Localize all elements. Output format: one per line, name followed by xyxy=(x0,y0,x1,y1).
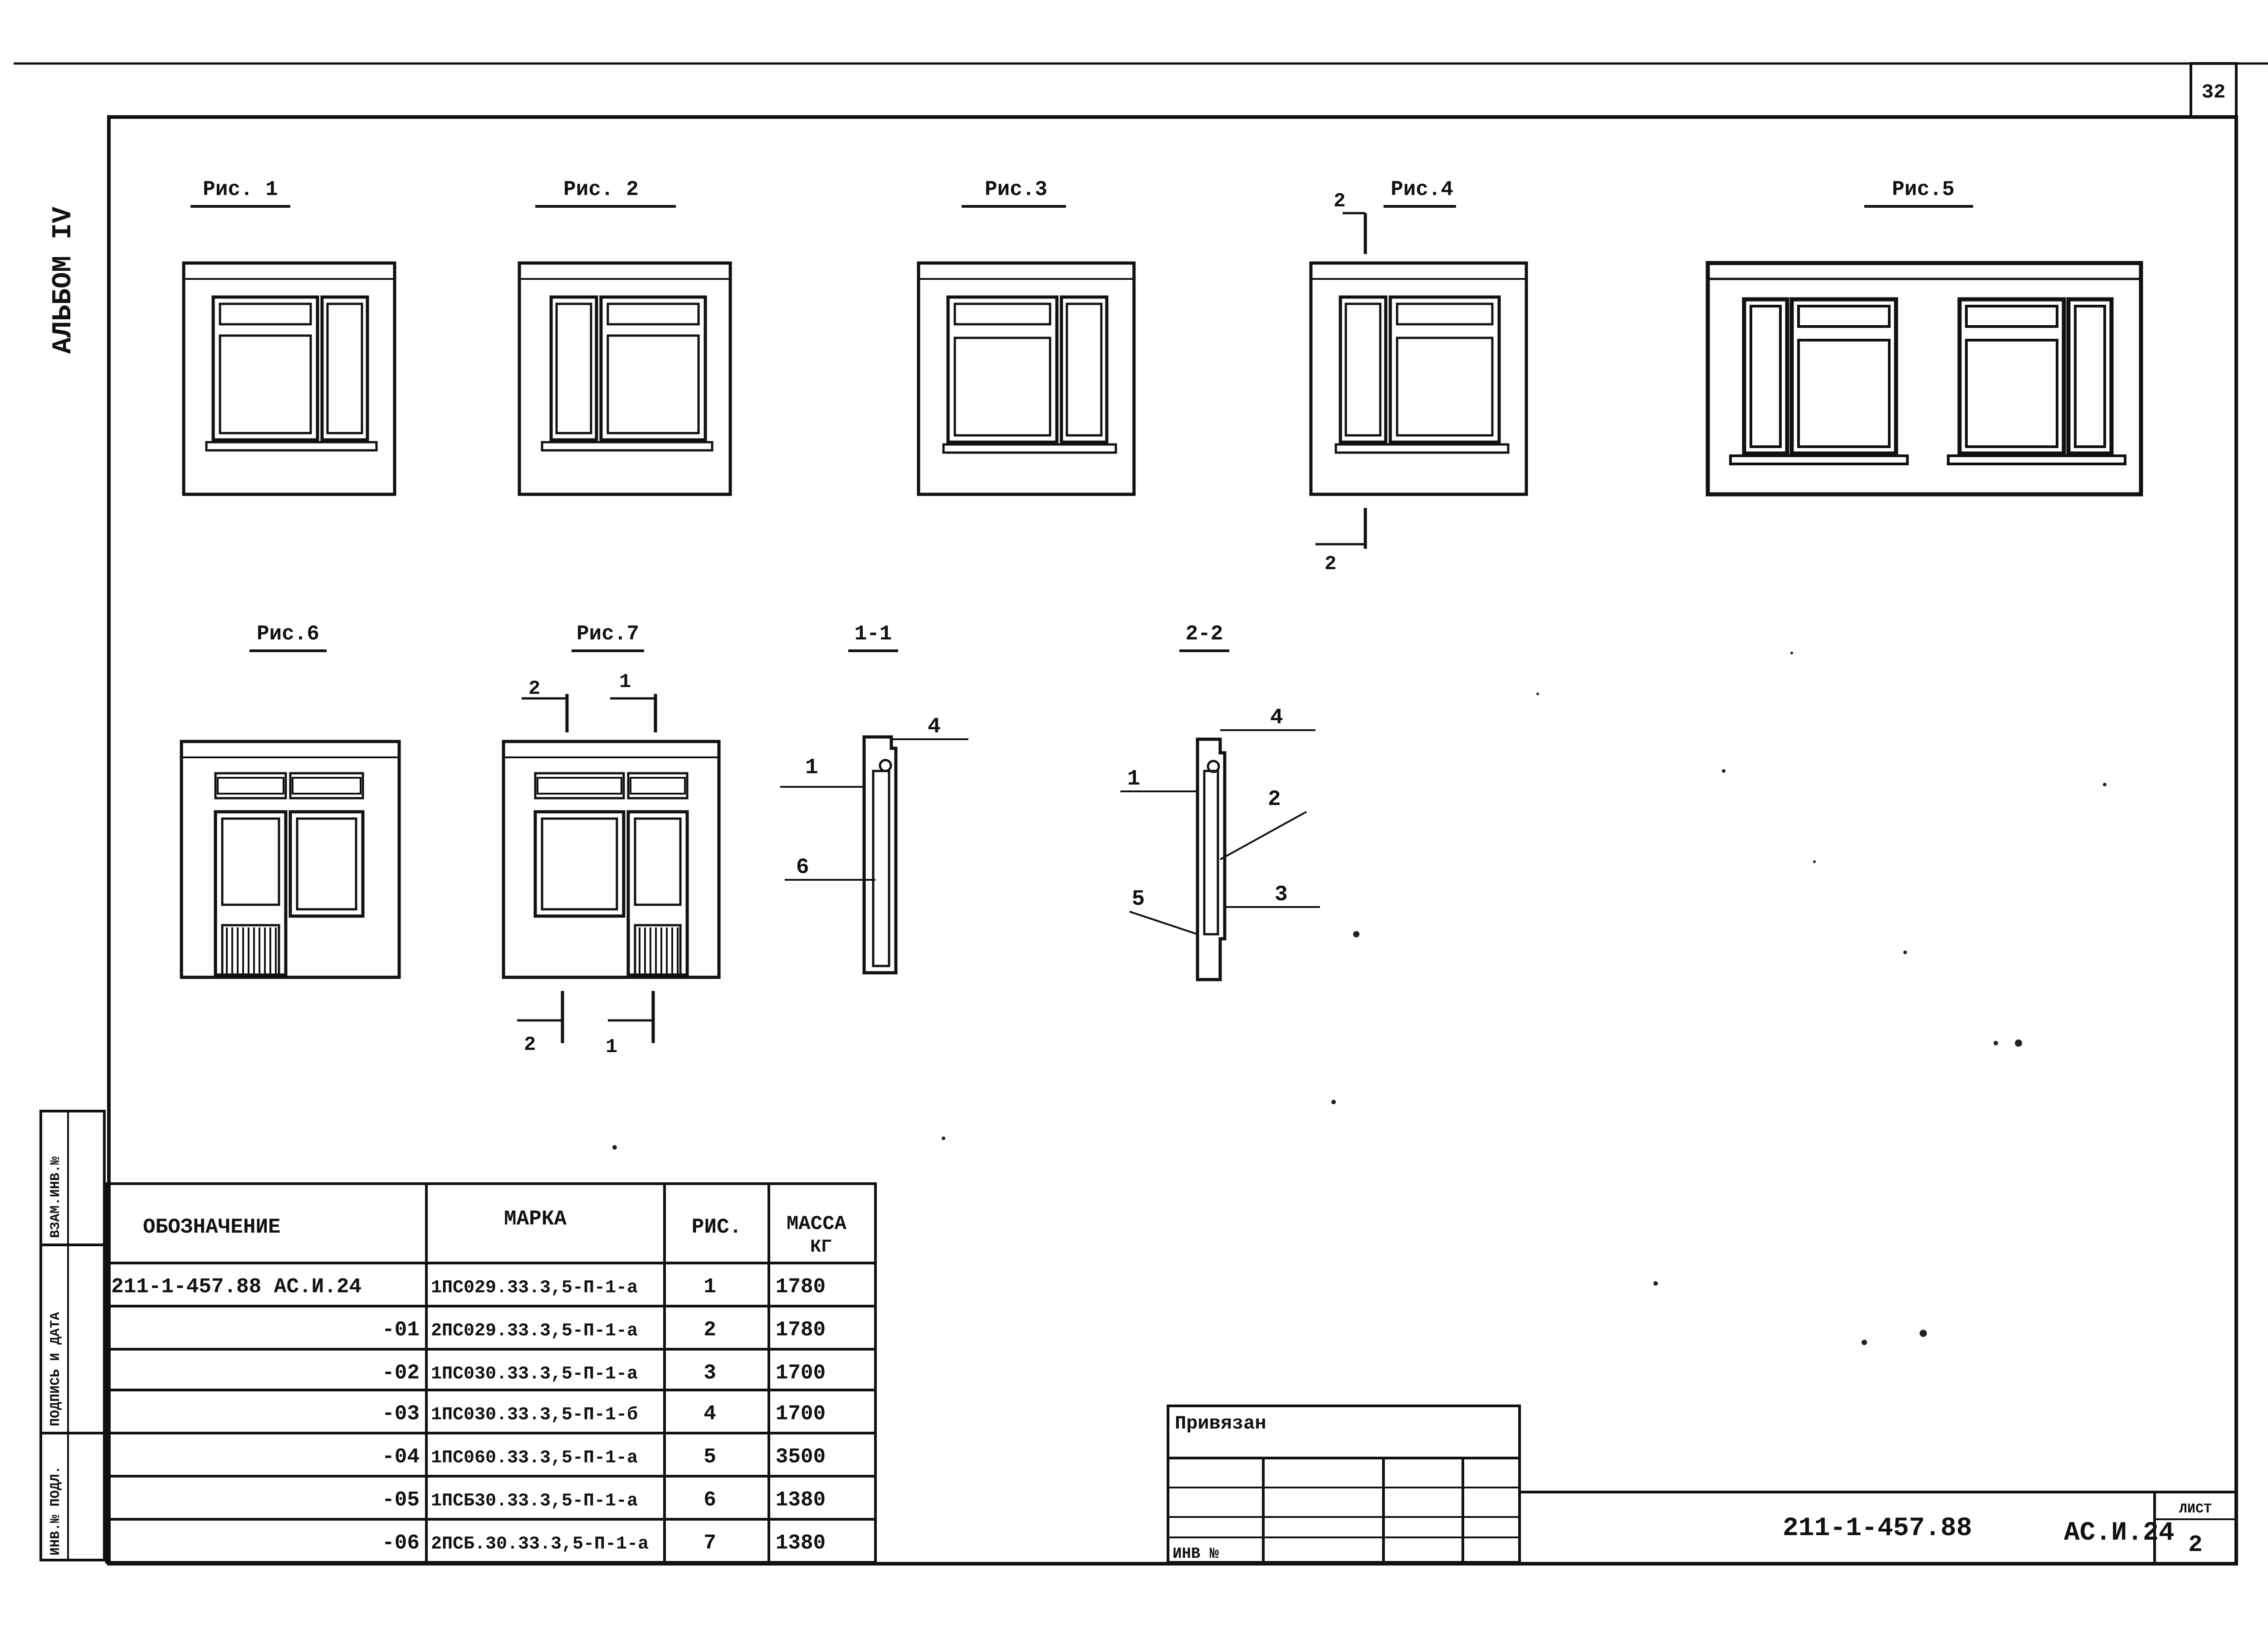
cell-designation: -06 xyxy=(382,1532,420,1555)
fig7-cut-top-left-label: 2 xyxy=(528,678,540,700)
cell-mass: 3500 xyxy=(776,1445,826,1469)
album-label: АЛЬБОМ IV xyxy=(48,207,79,354)
cell-mass: 1700 xyxy=(776,1361,826,1385)
fig7-door-hatch xyxy=(639,927,679,974)
fig7-title: Рис.7 xyxy=(577,622,639,646)
doc-subcode: АС.И.24 xyxy=(2064,1518,2175,1548)
fig6-title: Рис.6 xyxy=(257,622,319,646)
fig3-title: Рис.3 xyxy=(985,178,1047,201)
fig1-title: Рис. 1 xyxy=(203,178,278,201)
binding-inv-label: ИНВ № xyxy=(1173,1546,1219,1563)
doc-code: 211-1-457.88 xyxy=(1783,1514,1972,1543)
fig6-door-hatch xyxy=(226,927,277,974)
section-2-2 xyxy=(1120,729,1320,981)
side-stamp-replaced-inv: ВЗАМ.ИНВ.№ xyxy=(48,1156,64,1238)
cell-mass: 1380 xyxy=(776,1532,826,1555)
table-header-fig: РИС. xyxy=(692,1215,742,1239)
figure-titles: Рис. 1 Рис. 2 Рис.3 Рис.4 Рис.5 Рис.6 Ри… xyxy=(203,178,1955,646)
fig5-title: Рис.5 xyxy=(1892,178,1955,201)
title-block xyxy=(1520,1491,2236,1562)
spec-table: ОБОЗНАЧЕНИЕ МАРКА РИС. МАССА КГ 211-1-45… xyxy=(105,1182,877,1564)
cell-mark: 1ПС029.33.3,5-П-1-а xyxy=(431,1278,638,1298)
callout-1-1-b: 4 xyxy=(928,715,941,739)
cell-mass: 1780 xyxy=(776,1318,826,1342)
table-header-mass: МАССА xyxy=(787,1213,847,1235)
fig4-cut-bottom-label: 2 xyxy=(1325,553,1336,576)
fig5-panel xyxy=(1706,261,2143,497)
cell-mark: 2ПСБ.30.33.3,5-П-1-а xyxy=(431,1534,649,1555)
cell-mark: 1ПС060.33.3,5-П-1-а xyxy=(431,1448,638,1468)
fig4-panel xyxy=(1309,261,1528,496)
cell-mass: 1700 xyxy=(776,1402,826,1426)
cell-fig: 1 xyxy=(704,1275,716,1299)
cell-designation: -02 xyxy=(382,1361,420,1385)
cell-mass: 1780 xyxy=(776,1275,826,1299)
callout-2-2-a: 1 xyxy=(1127,767,1140,791)
section-1-1 xyxy=(780,735,968,975)
section-1-1-title: 1-1 xyxy=(855,622,892,646)
callout-1-1-a: 1 xyxy=(805,756,818,780)
cell-fig: 3 xyxy=(704,1361,716,1385)
fig7-cut-bottom-left-label: 2 xyxy=(524,1034,536,1056)
callout-2-2-e: 3 xyxy=(1275,883,1288,907)
figure-title-underlines xyxy=(191,205,1973,652)
fig4-title: Рис.4 xyxy=(1391,178,1453,201)
fig7-cut-marks: 2 1 2 1 xyxy=(517,671,657,1058)
fig7-cut-top-right-label: 1 xyxy=(619,671,631,693)
callout-2-2-b: 4 xyxy=(1270,706,1283,730)
callout-2-2-c: 2 xyxy=(1268,787,1281,812)
callout-2-2-d: 5 xyxy=(1132,887,1145,912)
section-2-2-title: 2-2 xyxy=(1186,622,1223,646)
sheet-number: 32 xyxy=(2202,81,2226,104)
cell-fig: 7 xyxy=(704,1532,716,1555)
cell-designation: -01 xyxy=(382,1318,420,1342)
side-stamp-original-inv: ИНВ.№ ПОДЛ. xyxy=(48,1466,64,1556)
table-header-mark: МАРКА xyxy=(504,1207,567,1231)
scan-noise xyxy=(612,652,2107,1345)
section-2-2-callouts: 1 4 2 5 3 xyxy=(1127,706,1288,912)
side-stamp-signature-date: ПОДПИСЬ И ДАТА xyxy=(48,1312,64,1426)
sheet-value: 2 xyxy=(2188,1532,2202,1558)
table-header-designation: ОБОЗНАЧЕНИЕ xyxy=(143,1215,281,1239)
cell-mark: 2ПС029.33.3,5-П-1-а xyxy=(431,1321,638,1341)
table-header-mass-unit: КГ xyxy=(810,1237,832,1258)
fig4-cut-top-label: 2 xyxy=(1334,190,1345,213)
fig4-cut-marks: 2 2 xyxy=(1315,190,1367,576)
fig2-panel xyxy=(518,261,732,496)
fig7-cut-bottom-right-label: 1 xyxy=(606,1036,617,1058)
cell-designation: 211-1-457.88 АС.И.24 xyxy=(111,1275,362,1299)
side-stamp xyxy=(39,1110,106,1561)
fig7-panel xyxy=(502,740,721,979)
cell-mass: 1380 xyxy=(776,1488,826,1512)
sheet-label: ЛИСТ xyxy=(2179,1502,2212,1517)
callout-1-1-c: 6 xyxy=(796,855,809,880)
cell-designation: -05 xyxy=(382,1488,420,1512)
cell-designation: -03 xyxy=(382,1402,420,1426)
spec-table-rows: 211-1-457.88 АС.И.24 1ПС029.33.3,5-П-1-а 1… xyxy=(111,1275,826,1555)
sheet-frame: 32 xyxy=(14,62,2268,1566)
cell-mark: 1ПС030.33.3,5-П-1-б xyxy=(431,1405,638,1425)
cell-mark: 1ПС030.33.3,5-П-1-а xyxy=(431,1364,638,1385)
cell-fig: 2 xyxy=(704,1318,716,1342)
fig6-panel xyxy=(180,740,401,979)
fig1-panel xyxy=(182,261,396,496)
cell-fig: 4 xyxy=(704,1402,716,1426)
fig2-title: Рис. 2 xyxy=(563,178,639,201)
cell-designation: -04 xyxy=(382,1445,420,1469)
cell-mark: 1ПСБ30.33.3,5-П-1-а xyxy=(431,1491,638,1512)
binding-block xyxy=(1167,1405,1521,1564)
fig3-panel xyxy=(917,261,1136,496)
section-1-1-callouts: 1 4 6 xyxy=(796,715,941,880)
cell-fig: 5 xyxy=(704,1445,716,1469)
cell-fig: 6 xyxy=(704,1488,716,1512)
binding-title: Привязан xyxy=(1175,1413,1266,1434)
